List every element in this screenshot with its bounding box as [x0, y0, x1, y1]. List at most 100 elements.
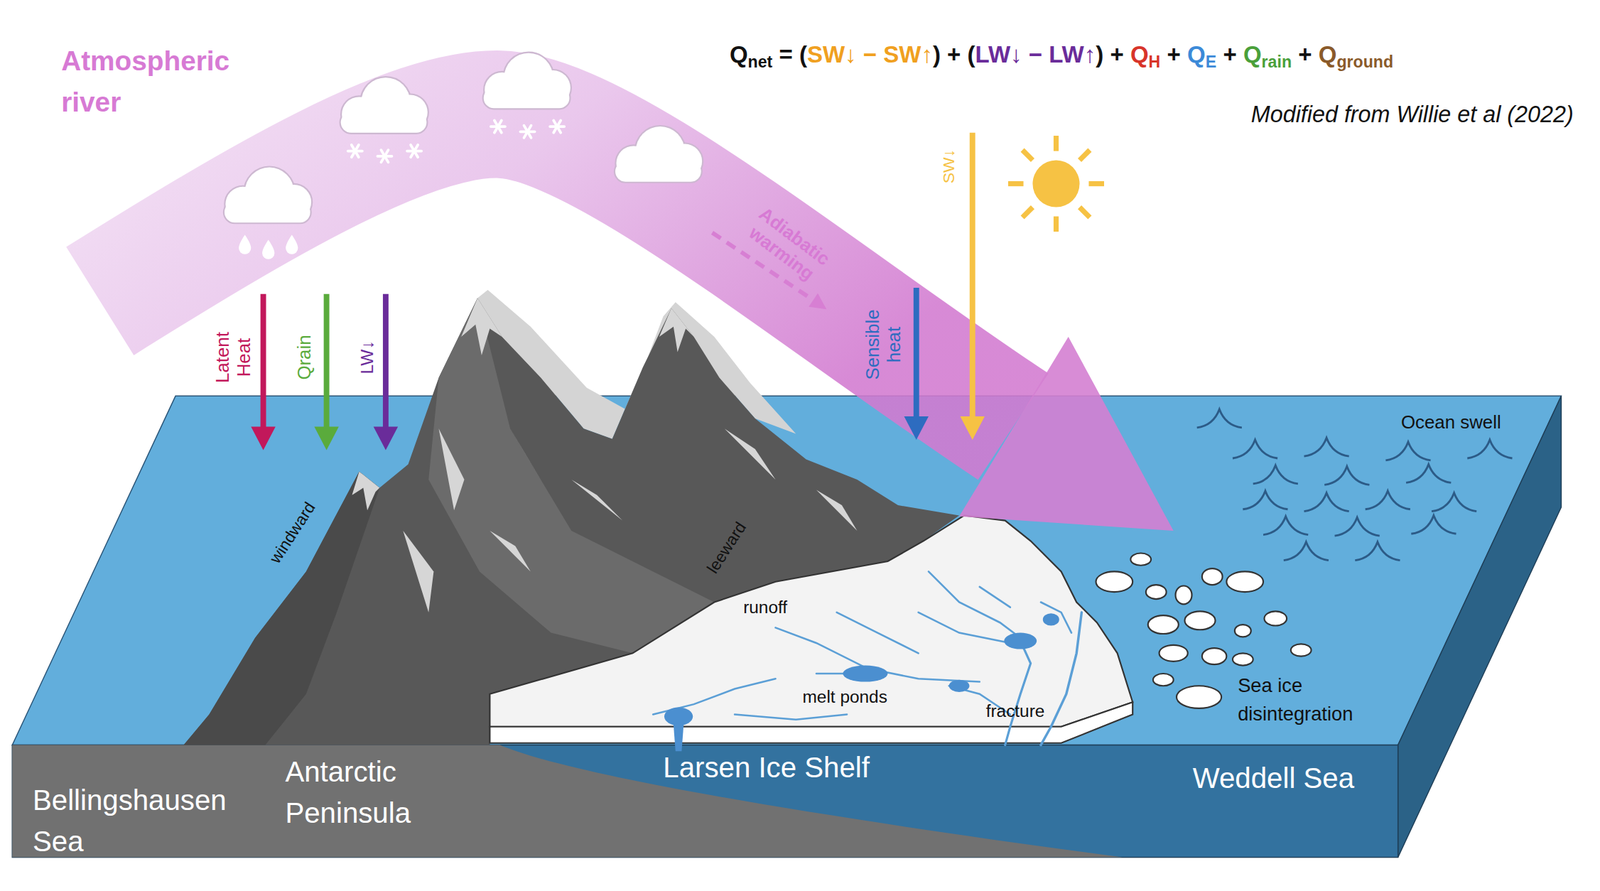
swell-mark [1303, 437, 1349, 457]
melt-pond [949, 679, 970, 693]
melt-pond [1042, 613, 1060, 626]
slab-side [1398, 395, 1562, 857]
ice-floe [1159, 645, 1188, 662]
sun-ray [1008, 181, 1024, 187]
flux-label: Qrain [294, 334, 317, 380]
ice-floe [1232, 652, 1254, 666]
stream [1040, 601, 1072, 633]
equation-term: ) + [1095, 41, 1124, 69]
flux-label: Latent Heat [212, 321, 255, 393]
equation-term: ) + ( [932, 41, 976, 69]
melt-pond [842, 665, 888, 683]
flux-label: SW↓ [939, 149, 960, 184]
mountain-face [428, 297, 715, 653]
equation-term: Q [1318, 41, 1338, 69]
equation-subscript: ground [1336, 51, 1394, 72]
region-label: Antarctic Peninsula [284, 751, 454, 835]
swell-mark [1253, 465, 1299, 484]
snow-cloud [341, 77, 428, 133]
arrow-head [373, 426, 398, 450]
stream [836, 612, 919, 653]
sun-ray [1088, 181, 1105, 187]
sun-ray [1079, 149, 1090, 160]
equation-term: LW↓ − LW↑ [975, 41, 1097, 69]
arrow-head [959, 416, 985, 440]
melt-ponds [664, 613, 1060, 751]
latent-heat-arrow [260, 294, 267, 431]
fracture-line [1005, 640, 1031, 746]
swell-mark [1242, 490, 1288, 510]
longwave-arrow [382, 294, 389, 431]
ice-floe [1226, 571, 1264, 592]
energy-balance-equation: Qnet= (SW↓ − SW↑) + (LW↓ − LW↑) +QH+QE+Q… [729, 41, 1394, 72]
melt-pond [664, 706, 693, 726]
stream [918, 612, 1011, 643]
snow-flake [549, 120, 565, 133]
rain-drop [285, 234, 298, 254]
snow-flake [348, 144, 363, 158]
melt-drip [673, 724, 684, 751]
sun-ray [1053, 216, 1059, 233]
equation-subscript: rain [1261, 51, 1292, 72]
cloud [615, 126, 702, 182]
swell-mark [1283, 542, 1329, 561]
snow-flake [490, 120, 506, 133]
ice-floe [1184, 611, 1215, 630]
ocean-swell [1197, 409, 1513, 561]
source-note: Modified from Willie et al (2022) [1124, 100, 1574, 128]
runoff-streams [652, 571, 1082, 745]
snow-flake [520, 125, 535, 138]
ice-floe [1153, 673, 1174, 686]
sun-ray [1022, 149, 1033, 160]
swell-mark [1385, 441, 1431, 461]
ice-floe [1148, 615, 1179, 634]
arrow-head [903, 416, 928, 440]
snow-patch [351, 471, 380, 511]
snow-patch [461, 297, 502, 355]
feature-label: Ocean swell [1401, 411, 1502, 434]
sun [1032, 160, 1080, 208]
snow-patch [816, 489, 857, 531]
equation-term: Q [729, 41, 749, 69]
snow-patch [402, 530, 434, 613]
swell-mark [1406, 464, 1451, 484]
swell-mark [1431, 493, 1477, 512]
atmospheric-river-head [959, 336, 1174, 531]
fracture-line [1040, 612, 1082, 746]
swell-mark [1197, 409, 1242, 428]
equation-subscript: net [748, 51, 774, 72]
ice-shelf-top [489, 515, 1133, 727]
swell-mark [1334, 517, 1380, 536]
rain-drop [238, 234, 251, 254]
shortwave-arrow [969, 132, 976, 421]
region-label: Weddell Sea [1192, 761, 1355, 796]
snow-flake [377, 149, 392, 162]
snow-patch [439, 428, 465, 511]
flux-label: LW↓ [356, 340, 378, 374]
stream [775, 627, 980, 682]
equation-term: = ( [778, 41, 807, 69]
equation-term: + [1222, 41, 1237, 69]
equation-subscript: E [1205, 51, 1217, 72]
atmospheric-river-band [100, 114, 1014, 427]
feature-label: melt ponds [802, 686, 887, 707]
equation-term: SW↓ − SW↑ [807, 41, 933, 69]
ice-floe [1263, 611, 1287, 626]
snow-patch [724, 428, 776, 480]
band-title: Atmospheric river [61, 40, 266, 123]
swell-mark [1411, 515, 1456, 534]
snow-patch [489, 530, 531, 572]
arrow-head [314, 426, 339, 450]
snow-patch [510, 428, 541, 480]
ice-floe [1096, 571, 1134, 592]
ice-floe [1130, 553, 1151, 566]
snow-flake [407, 144, 422, 158]
swell-mark [1354, 542, 1400, 561]
ice-floe [1146, 584, 1167, 599]
snow-patches [351, 297, 857, 612]
stream [928, 571, 1021, 638]
snow-patch [571, 479, 623, 521]
mountain-shadow [184, 471, 381, 746]
